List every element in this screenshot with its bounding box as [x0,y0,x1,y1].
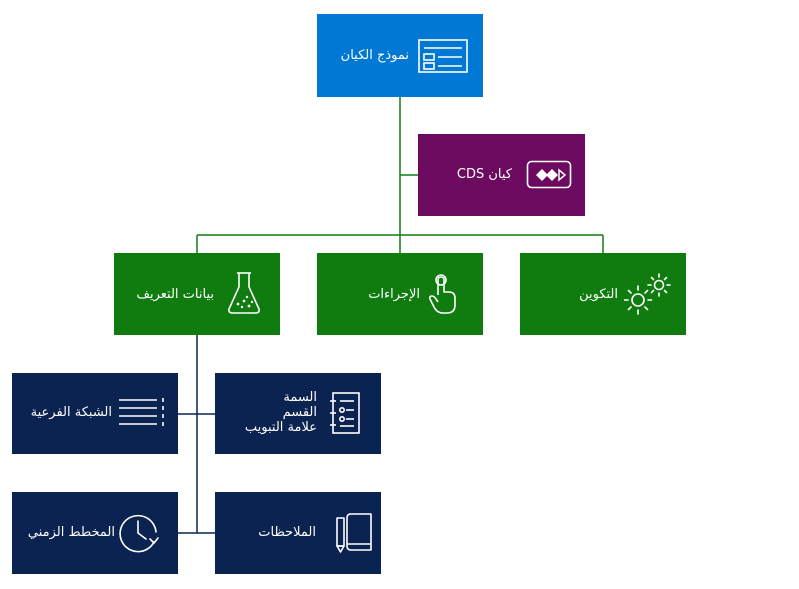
configuration-node[interactable]: التكوين [520,253,686,335]
notes-node[interactable]: الملاحظات [215,492,381,574]
notes-label: الملاحظات [258,525,316,540]
section-label: القسم [282,405,317,420]
metadata-node[interactable]: بيانات التعريف [114,253,280,335]
cds-entity-label: كيان CDS [456,167,512,182]
list-lines-icon [117,397,167,429]
subgrid-node[interactable]: الشبكة الفرعية [12,373,178,454]
attribute-label: السمة [283,390,317,405]
book-pencil-icon [335,512,375,554]
flask-icon [227,271,261,315]
timeline-label: المخطط الزمني [27,525,115,540]
timeline-node[interactable]: المخطط الزمني [12,492,178,574]
tab-label: علامة التبويب [244,420,317,435]
touch-hand-icon [428,273,458,315]
cds-entity-node[interactable]: كيان CDS [418,134,585,216]
notebook-list-icon [329,391,363,435]
form-parts-labels: السمة القسم علامة التبويب [215,390,317,435]
actions-label: الإجراءات [368,287,420,302]
power-apps-icon [526,160,572,190]
form-parts-node[interactable]: السمة القسم علامة التبويب [215,373,381,454]
configuration-label: التكوين [579,287,618,302]
form-layout-icon [418,39,468,73]
gears-icon [624,273,672,315]
metadata-label: بيانات التعريف [136,287,214,302]
subgrid-label: الشبكة الفرعية [30,405,112,420]
entity-form-node[interactable]: نموذج الكيان [317,14,483,97]
clock-icon [118,512,164,554]
entity-form-label: نموذج الكيان [340,48,409,63]
actions-node[interactable]: الإجراءات [317,253,483,335]
